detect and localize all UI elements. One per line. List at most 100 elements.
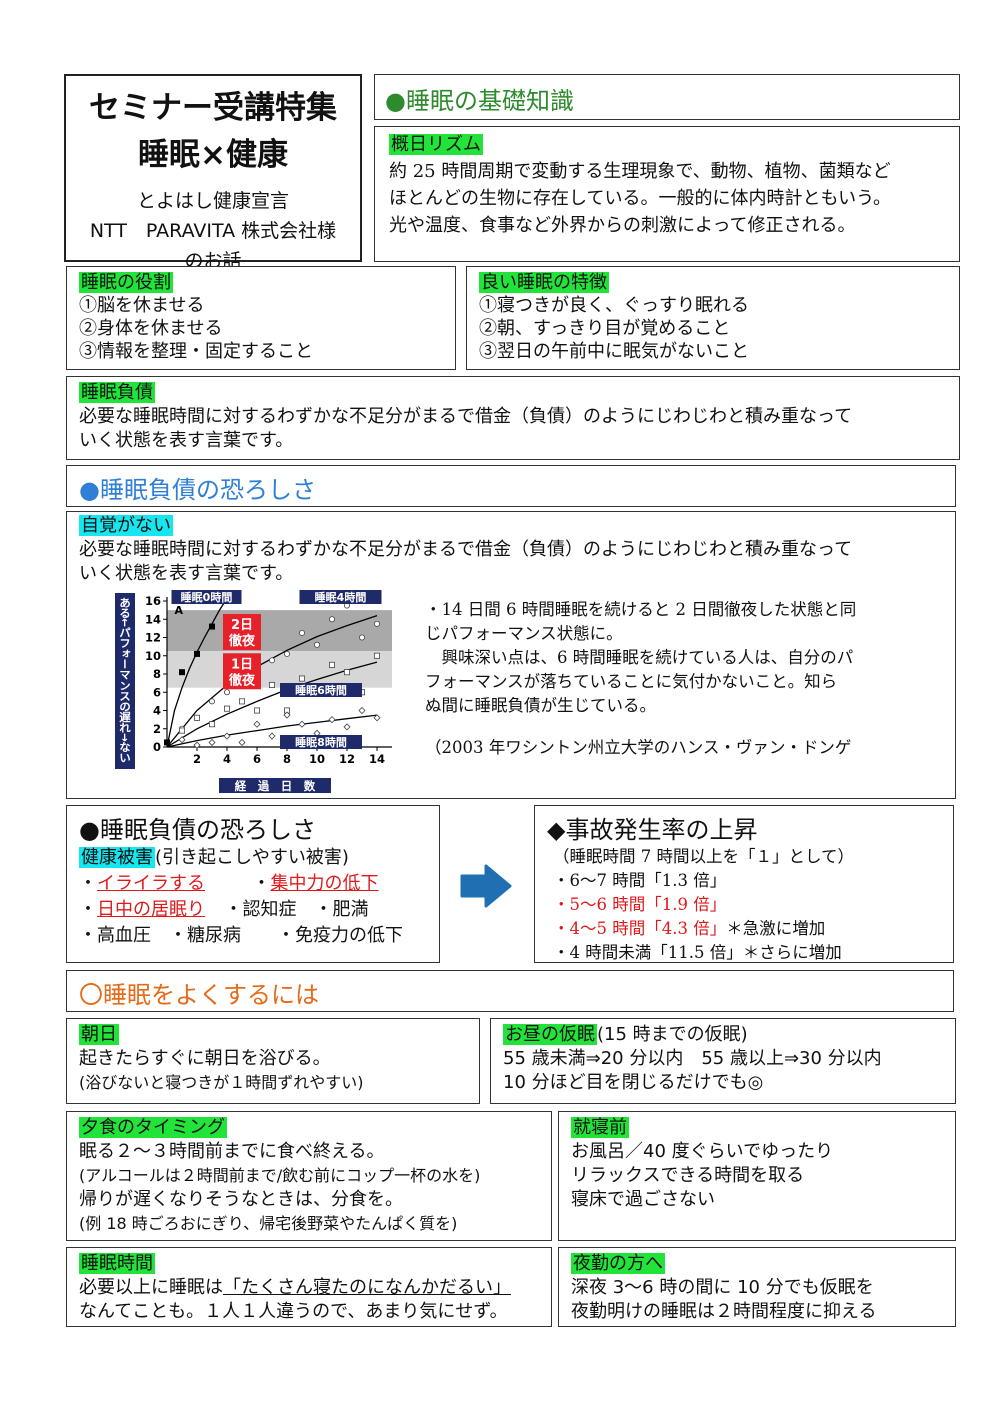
chart-x-tick-label: 10 [309, 752, 325, 766]
bedtime-label: 就寝前 [571, 1117, 629, 1138]
chart-point [239, 698, 246, 705]
chart-point [358, 706, 366, 715]
night-line1: 深夜 3～6 時の間に 10 分でも仮眠を [571, 1277, 874, 1298]
chart-point [194, 714, 201, 721]
good-sleep-label: 良い睡眠の特徴 [479, 272, 609, 293]
chart-point [298, 720, 306, 728]
basics-header: ●睡眠の基礎知識 [374, 74, 960, 120]
roles-item: ②身体を休ませる [79, 318, 223, 339]
dinner-line2: (アルコールは２時間前まで/飲む前にコップ一杯の水を) [79, 1166, 481, 1185]
chart-series-label-bg [299, 590, 382, 604]
accident-line: ・6～7 時間「1.3 倍」 [553, 871, 727, 890]
circadian-line: 光や温度、食事など外界からの刺激によって修正される。 [389, 215, 856, 236]
sleeptime-box: 睡眠時間 必要以上に睡眠は「たくさん寝たのになんかだるい」 なんてことも。１人１… [66, 1247, 552, 1327]
good-sleep-item: ②朝、すっきり目が覚めること [479, 318, 731, 339]
dinner-line1: 眠る２～３時間前までに食べ終える。 [79, 1141, 385, 1162]
health-label-suffix: (引き起こしやすい被害) [155, 847, 349, 868]
debt-label: 睡眠負債 [79, 382, 155, 403]
chart-point [193, 741, 201, 749]
nap-label-suffix: (15 時までの仮眠) [597, 1024, 748, 1045]
chart-point [328, 661, 335, 668]
morning-line2: (浴びないと寝つきが１時間ずれやすい) [79, 1073, 364, 1092]
chart-point [179, 727, 186, 734]
chart-point [313, 641, 320, 648]
chart-series-label: 睡眠4時間 [315, 590, 367, 604]
sleeptime-line1: 必要以上に睡眠は [79, 1277, 223, 1298]
roles-item: ①脳を休ませる [79, 295, 205, 316]
circadian-label: 概日リズム [389, 134, 483, 155]
chart-point [224, 689, 231, 696]
chart-band-label: 徹夜 [228, 672, 256, 688]
dinner-line4: (例 18 時ごろおにぎり、帰宅後野菜やたんぱく質を) [79, 1214, 458, 1233]
chart-series-label-bg [171, 590, 242, 604]
chart-point [223, 732, 231, 740]
title-box: セミナー受講特集 睡眠×健康 とよはし健康宣言 NTT PARAVITA 株式会… [64, 74, 362, 272]
health-label: 健康被害 [79, 847, 155, 868]
circadian-line: 約 25 時間周期で変動する生理現象で、動物、植物、菌類など [389, 161, 891, 182]
bullet: ・ [79, 873, 97, 894]
debt-box: 睡眠負債 必要な睡眠時間に対するわずかな不足分がまるで借金（負債）のようにじわじ… [66, 376, 960, 460]
dinner-line3: 帰りが遅くなりそうなときは、分食を。 [79, 1189, 403, 1210]
bedtime-box: 就寝前 お風呂／40 度ぐらいでゆったり リラックスできる時間を取る 寝床で過ご… [558, 1111, 956, 1241]
bedtime-line2: リラックスできる時間を取る [571, 1165, 805, 1186]
circadian-box: 概日リズム 約 25 時間周期で変動する生理現象で、動物、植物、菌類など ほとん… [374, 126, 960, 262]
chart-point [224, 705, 231, 712]
improve-header: 〇睡眠をよくするには [66, 970, 954, 1012]
chart-xlabel-bg [219, 778, 331, 793]
circadian-line: ほとんどの生物に存在している。一般的に体内時計ともいう。 [389, 188, 892, 209]
damage-irritability: イライラする [97, 873, 205, 894]
health-title: ●睡眠負債の恐ろしさ [79, 816, 316, 844]
unaware-label: 自覚がない [79, 515, 173, 536]
chart-point [343, 669, 350, 676]
sleeptime-line2: なんてことも。１人１人違うので、あまり気にせず。 [79, 1301, 508, 1322]
chart-ylabel: ある←パフォーマンスの遅れ→ない [118, 597, 132, 763]
chart-x-tick-label: 14 [369, 752, 385, 766]
fear-title: ●睡眠負債の恐ろしさ [79, 476, 316, 504]
title-line1: セミナー受講特集 [89, 90, 337, 126]
roles-label: 睡眠の役割 [79, 272, 173, 293]
chart-point [268, 681, 275, 688]
chart-point [373, 652, 380, 659]
good-sleep-box: 良い睡眠の特徴 ①寝つきが良く、ぐっすり眠れる ②朝、すっきり目が覚めること ③… [466, 266, 960, 370]
chart-xlabel: 経 過 日 数 [235, 779, 316, 793]
chart-point [179, 669, 185, 676]
damage-row3: ・高血圧 ・糖尿病 ・免疫力の低下 [79, 925, 403, 946]
chart-point [164, 739, 170, 746]
damage-concentration: 集中力の低下 [270, 873, 379, 894]
roles-box: 睡眠の役割 ①脳を休ませる ②身体を休ませる ③情報を整理・固定すること [66, 266, 456, 370]
chart-point [209, 698, 216, 705]
chart-series-label: 睡眠0時間 [181, 590, 233, 604]
chart-series-curve [166, 714, 378, 748]
unaware-line: 必要な睡眠時間に対するわずかな不足分がまるで借金（負債）のようにじわじわと積み重… [79, 539, 853, 560]
chart-x-tick-label: 8 [283, 752, 291, 766]
chart-point [268, 657, 275, 664]
chart-point [328, 716, 336, 724]
chart-x-tick-label: 6 [253, 752, 261, 766]
morning-label: 朝日 [79, 1024, 119, 1045]
chart-y-tick-label: 12 [145, 631, 161, 645]
chart-band-label: 徹夜 [228, 633, 256, 649]
chart-point [253, 707, 260, 714]
night-label: 夜勤の方へ [571, 1253, 665, 1274]
bedtime-line1: お風呂／40 度ぐらいでゆったり [571, 1141, 834, 1162]
unaware-line: いく状態を表す言葉です。 [79, 563, 294, 584]
chart-point [238, 738, 246, 747]
accident-line-red: ・4～5 時間「4.3 倍」 [553, 919, 727, 938]
chart-y-tick-label: 14 [145, 612, 161, 626]
chart-band-label-bg [223, 614, 261, 651]
health-box: ●睡眠負債の恐ろしさ 健康被害(引き起こしやすい被害) ・イライラする ・集中力… [66, 805, 440, 963]
chart-point [209, 623, 215, 630]
chart-point [298, 629, 305, 636]
chart-series-label-bg [280, 735, 362, 749]
chart-series-label-bg [280, 683, 362, 697]
fear-text: ・14 日間 6 時間睡眠を続けると 2 日間徹夜した状態と同 じパフォーマンス… [425, 598, 856, 760]
chart-series-curve [166, 661, 378, 748]
chart-y-tick-label: 8 [153, 667, 161, 681]
improve-title: 〇睡眠をよくするには [79, 981, 319, 1009]
chart-panel-letter: A [175, 604, 184, 617]
fear-source: （2003 年ワシントン州立大学のハンス・ヴァン・ドンゲ [425, 738, 852, 757]
debt-line: 必要な睡眠時間に対するわずかな不足分がまるで借金（負債）のようにじわじわと積み重… [79, 406, 853, 427]
chart-point [358, 634, 365, 641]
nap-line2: 10 分ほど目を閉じるだけでも◎ [503, 1072, 764, 1093]
